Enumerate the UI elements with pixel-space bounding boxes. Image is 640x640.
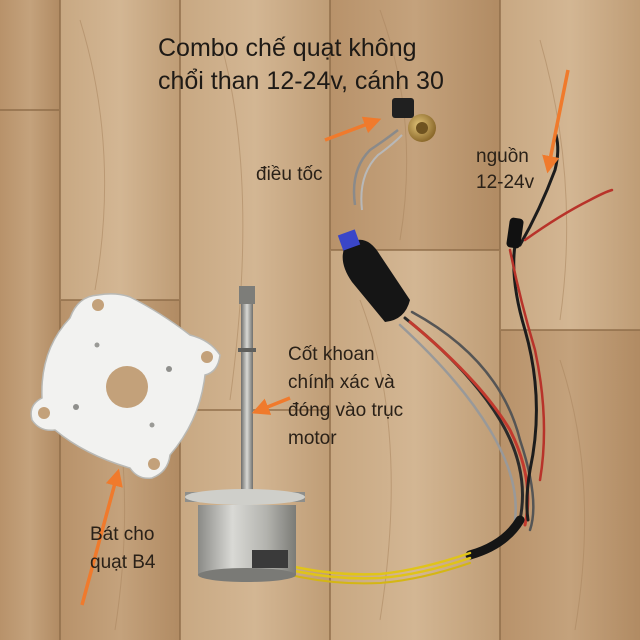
- shaft-label-line-2: chính xác và: [288, 372, 395, 393]
- speed-control-label: điều tốc: [256, 164, 323, 185]
- bracket-label-line-2: quạt B4: [90, 552, 156, 573]
- brushless-motor: [185, 489, 305, 582]
- title-line-2: chổi than 12-24v, cánh 30: [158, 67, 444, 95]
- shaft-label-line-3: đóng vào trục: [288, 400, 404, 421]
- speed-controller: [337, 98, 436, 322]
- bracket-label-line-1: Bát cho: [90, 524, 155, 545]
- power-label-line-2: 12-24v: [476, 172, 535, 193]
- mounting-bracket-plate: [30, 293, 221, 480]
- annotation-arrows: [80, 69, 570, 606]
- power-label-line-1: nguồn: [476, 146, 529, 167]
- shaft-label-line-4: motor: [288, 428, 337, 449]
- motor-shaft: [238, 286, 256, 497]
- shaft-label-line-1: Cốt khoan: [288, 344, 375, 365]
- title-line-1: Combo chế quạt không: [158, 34, 417, 62]
- wire-bundle: [253, 133, 614, 585]
